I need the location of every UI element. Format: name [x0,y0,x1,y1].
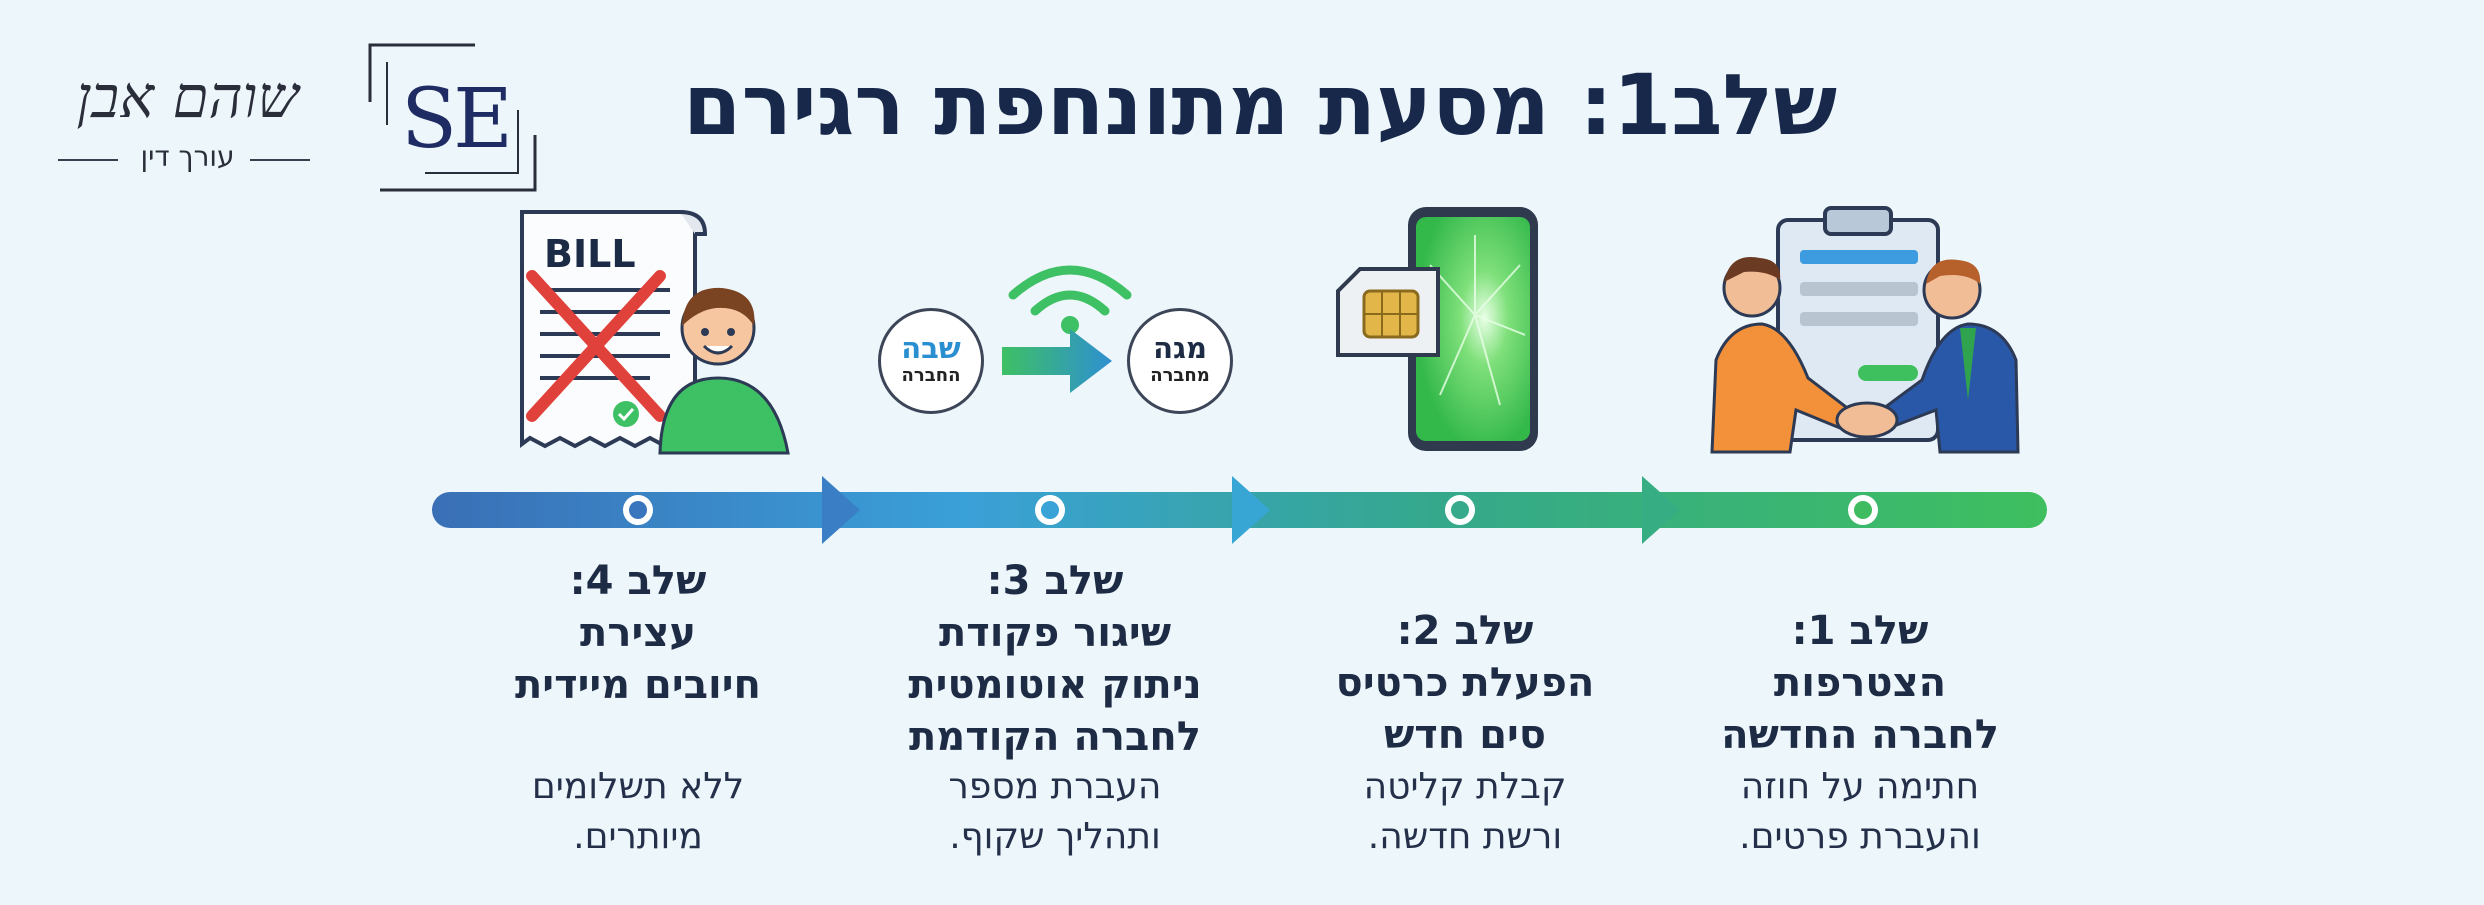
monogram-frame-icon [368,43,537,192]
old-carrier-circle: שבה החברה [878,308,984,414]
cancelled-bill-icon [520,210,790,455]
timeline-bar [432,476,2047,544]
step-1-desc-line-1: חתימה על חוזה [1740,766,1980,807]
logo-divider-left [58,159,118,161]
logo-subtitle: עורך דין [140,140,235,173]
step-1-desc-line-2: והעברת פרטים. [1739,816,1981,857]
step-1-number: שלב 1: [1791,608,1929,654]
step-2-heading: שלב 2: הפעלת כרטיס סים חדש [1275,605,1655,761]
timeline-node-2 [1445,495,1475,525]
new-carrier-circle: מגה מחברה [1127,308,1233,414]
step-1-title-line-2: לחברה החדשה [1721,712,1999,758]
step-4-title-line-2: חיובים מיידית [514,662,762,708]
bill-label: BILL [544,232,636,276]
handshake-contract-icon [1710,206,2020,454]
step-2-desc-line-1: קבלת קליטה [1363,766,1567,807]
step-3-desc-line-1: העברת מספר [948,766,1162,807]
step-3-heading: שלב 3: שיגור פקודת ניתוק אוטומטית לחברה … [865,555,1245,763]
step-2-title-line-2: סים חדש [1383,712,1547,758]
step-3-number: שלב 3: [986,558,1124,604]
old-carrier-name: שבה [901,331,961,365]
step-3-title-line-3: לחברה הקודמת [908,714,1201,760]
step-4-number: שלב 4: [569,558,707,604]
timeline-node-3 [1035,495,1065,525]
step-1-description: חתימה על חוזה והעברת פרטים. [1670,762,2050,862]
phone-sim-icon [1336,207,1538,451]
timeline-node-1 [1848,495,1878,525]
logo-divider-right [250,159,310,161]
step-3-desc-line-2: ותהליך שקוף. [949,816,1161,857]
step-3-title-line-2: ניתוק אוטומטית [908,662,1202,708]
step-1-heading: שלב 1: הצטרפות לחברה החדשה [1670,605,2050,761]
logo-name: שוהם אבן [76,63,299,131]
new-carrier-name: מגה [1153,331,1207,365]
step-4-description: ללא תשלומים מיותרים. [448,762,828,862]
monogram-text: SE [400,72,513,167]
step-3-description: העברת מספר ותהליך שקוף. [865,762,1245,862]
transfer-arrow-icon [1002,329,1112,393]
step-4-desc-line-2: מיותרים. [573,816,703,857]
step-2-description: קבלת קליטה ורשת חדשה. [1275,762,1655,862]
step-4-desc-line-1: ללא תשלומים [531,766,745,807]
page-title: שלב1: מסעת מתונחפת רגירם [682,56,1838,154]
step-2-title-line-1: הפעלת כרטיס [1335,660,1595,706]
step-4-title-line-1: עצירת [580,610,696,656]
step-2-number: שלב 2: [1396,608,1534,654]
old-carrier-label: החברה [901,365,961,386]
new-carrier-label: מחברה [1150,365,1210,386]
step-4-heading: שלב 4: עצירת חיובים מיידית [448,555,828,711]
step-1-title-line-1: הצטרפות [1773,660,1947,706]
step-3-title-line-1: שיגור פקודת [938,610,1172,656]
timeline-node-4 [623,495,653,525]
step-2-desc-line-2: ורשת חדשה. [1367,816,1563,857]
wifi-icon [1008,265,1132,334]
